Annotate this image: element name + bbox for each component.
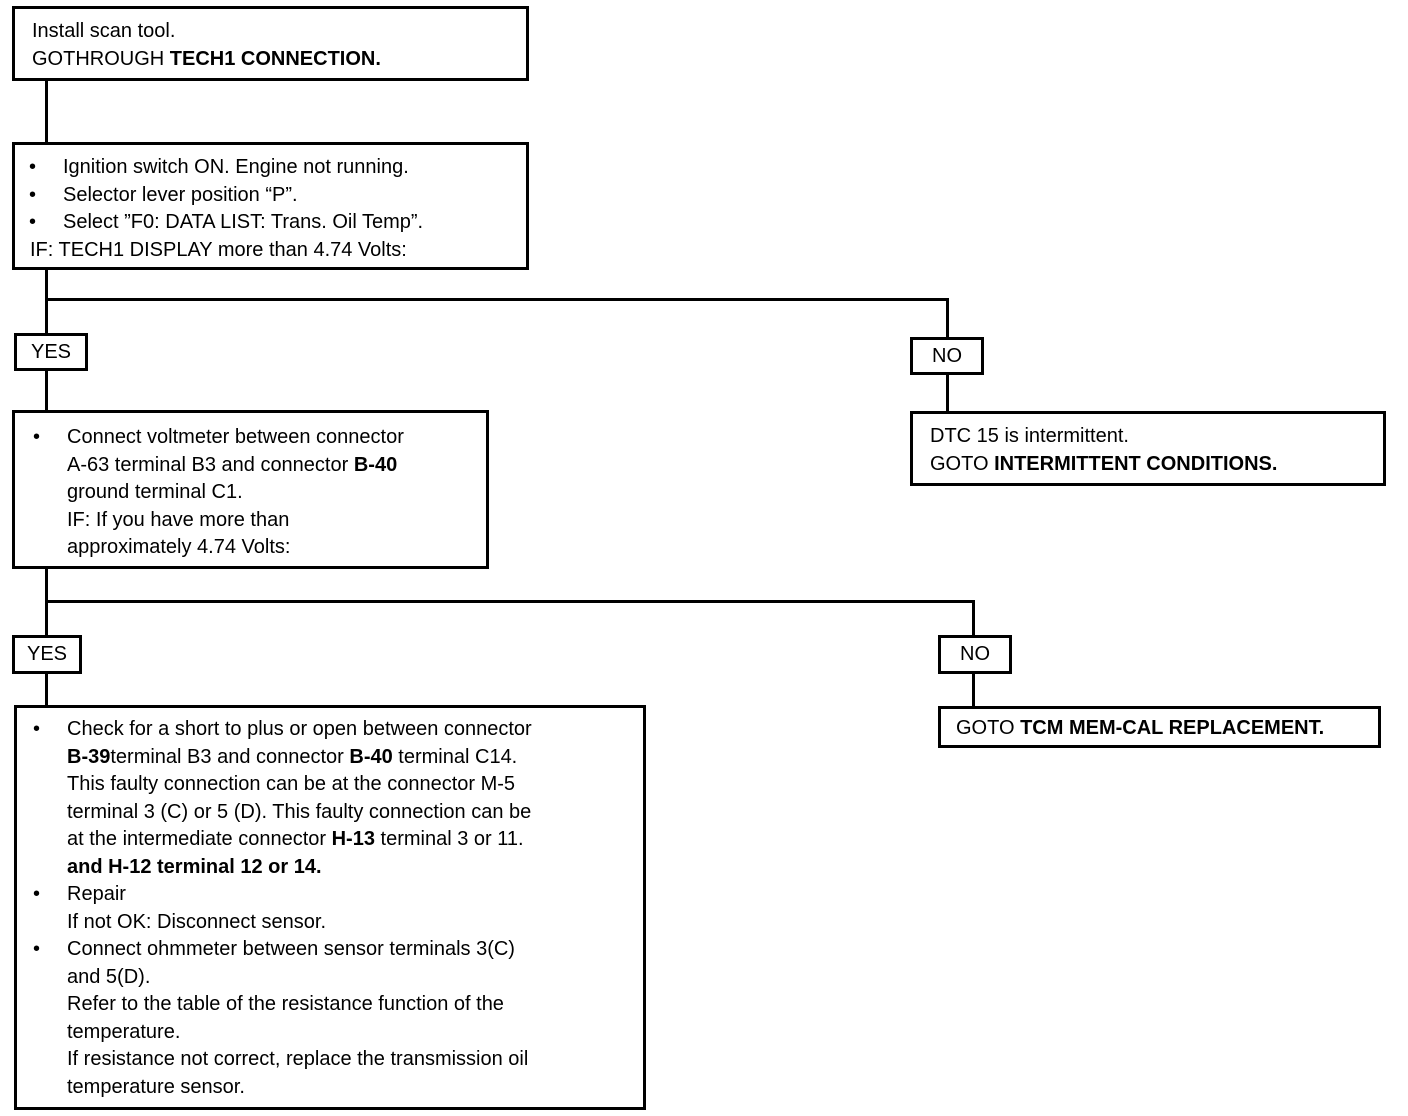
bullet-icon: •: [33, 426, 41, 448]
step4-line12: temperature.: [67, 1020, 181, 1043]
step1-line1: Install scan tool.: [32, 20, 176, 42]
connector-line: [972, 673, 975, 708]
bullet-icon: •: [29, 211, 37, 233]
step4-line2: B-39terminal B3 and connector B-40 termi…: [67, 745, 518, 768]
branch2-yes-label: YES: [12, 635, 82, 674]
step3-line4: IF: If you have more than: [67, 508, 290, 531]
connector-line: [45, 600, 975, 603]
step2-bullet-item: •Select ”F0: DATA LIST: Trans. Oil Temp”…: [29, 209, 526, 237]
step3-line2: A-63 terminal B3 and connector B-40: [67, 453, 398, 476]
result-dtc-intermittent-box: DTC 15 is intermittent. GOTO INTERMITTEN…: [910, 411, 1386, 486]
step4-bullet-item: •Repair: [33, 881, 643, 909]
step4-line14: temperature sensor.: [67, 1075, 245, 1098]
step4-line6: and H-12 terminal 12 or 14.: [67, 855, 322, 878]
step-install-scan-tool-box: Install scan tool. GOTHROUGH TECH1 CONNE…: [12, 6, 529, 81]
connector-line: [45, 370, 48, 412]
step4-line11: Refer to the table of the resistance fun…: [67, 993, 504, 1015]
bullet-icon: •: [33, 938, 41, 960]
bullet-icon: •: [29, 156, 37, 178]
step-short-open-check-box: •Check for a short to plus or open betwe…: [14, 705, 646, 1110]
bullet-icon: •: [29, 183, 37, 206]
branch1-no-label: NO: [910, 337, 984, 375]
step3-line3: ground terminal C1.: [67, 481, 243, 503]
step2-bullet-item: •Selector lever position “P”.: [29, 182, 526, 210]
no1-line1: DTC 15 is intermittent.: [930, 425, 1129, 447]
step4-line13: If resistance not correct, replace the t…: [67, 1048, 529, 1070]
step4-line5: at the intermediate connector H-13 termi…: [67, 828, 524, 850]
step4-bullet-item: •Check for a short to plus or open betwe…: [33, 716, 643, 744]
step-voltmeter-check-box: •Connect voltmeter between connector A-6…: [12, 410, 489, 569]
bullet-icon: •: [33, 718, 41, 740]
step2-condition: IF: TECH1 DISPLAY more than 4.74 Volts:: [30, 238, 407, 261]
result-tcm-memcal-box: GOTO TCM MEM-CAL REPLACEMENT.: [938, 706, 1381, 748]
step1-line2: GOTHROUGH TECH1 CONNECTION.: [32, 47, 381, 70]
step3-bullet-item: •Connect voltmeter between connector: [33, 424, 486, 452]
step4-bullet-item: •Connect ohmmeter between sensor termina…: [33, 936, 643, 964]
no2-line: GOTO TCM MEM-CAL REPLACEMENT.: [956, 717, 1325, 739]
step4-line3: This faulty connection can be at the con…: [67, 773, 516, 795]
branch1-yes-label: YES: [14, 333, 88, 371]
connector-line: [45, 672, 48, 707]
no1-line2: GOTO INTERMITTENT CONDITIONS.: [930, 452, 1278, 475]
connector-line: [972, 600, 975, 638]
step3-line5: approximately 4.74 Volts:: [67, 536, 291, 558]
step4-line8: If not OK: Disconnect sensor.: [67, 910, 327, 933]
step4-line4: terminal 3 (C) or 5 (D). This faulty con…: [67, 800, 532, 823]
connector-line: [45, 298, 949, 301]
branch2-no-label: NO: [938, 635, 1012, 674]
step-ignition-check-box: •Ignition switch ON. Engine not running.…: [12, 142, 529, 270]
step4-line10: and 5(D).: [67, 965, 151, 988]
connector-line: [45, 80, 48, 143]
bullet-icon: •: [33, 883, 41, 905]
step2-bullet-item: •Ignition switch ON. Engine not running.: [29, 154, 526, 182]
connector-line: [946, 374, 949, 412]
connector-line: [946, 298, 949, 338]
connector-line: [45, 268, 48, 334]
